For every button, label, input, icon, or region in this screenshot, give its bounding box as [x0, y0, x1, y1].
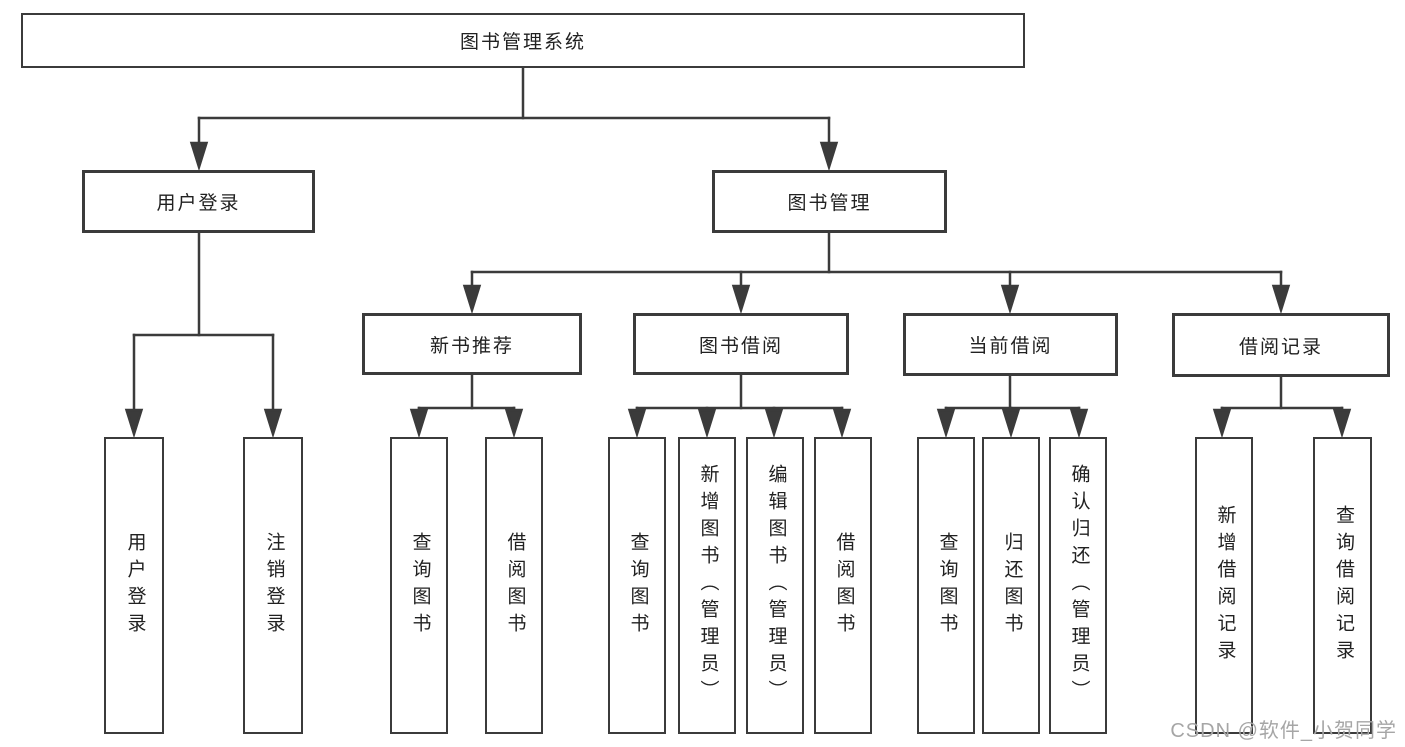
- watermark: CSDN @软件_小贺同学: [1170, 720, 1397, 742]
- node-current-borrow: 当前借阅: [903, 313, 1118, 376]
- leaf-query-borrow-record-label: 查询借阅记录: [1332, 504, 1354, 667]
- leaf-query-books-3-label: 查询图书: [936, 531, 958, 640]
- leaf-confirm-return-admin: 确认归还（管理员）: [1049, 437, 1107, 734]
- connector-new-book-recommend-to-leaves: [409, 373, 524, 439]
- leaf-edit-book-admin-label: 编辑图书（管理员）: [765, 464, 787, 707]
- leaf-borrow-books-1-label: 借阅图书: [504, 531, 526, 640]
- leaf-query-books-2-label: 查询图书: [627, 531, 649, 640]
- leaf-user-login-label: 用户登录: [124, 531, 146, 640]
- leaf-query-borrow-record: 查询借阅记录: [1313, 437, 1372, 734]
- leaf-borrow-books-1: 借阅图书: [485, 437, 543, 734]
- connector-current-borrow-to-leaves: [936, 374, 1089, 439]
- node-borrow-records: 借阅记录: [1172, 313, 1390, 377]
- connector-book-borrow-to-leaves: [627, 373, 852, 439]
- leaf-user-login: 用户登录: [104, 437, 164, 734]
- leaf-add-borrow-record: 新增借阅记录: [1195, 437, 1253, 734]
- node-root: 图书管理系统: [21, 13, 1025, 68]
- node-new-book-recommend: 新书推荐: [362, 313, 582, 375]
- leaf-logout-label: 注销登录: [263, 531, 285, 640]
- leaf-return-book-label: 归还图书: [1001, 531, 1023, 640]
- leaf-query-books-2: 查询图书: [608, 437, 666, 734]
- leaf-confirm-return-admin-label: 确认归还（管理员）: [1068, 464, 1090, 707]
- leaf-add-borrow-record-label: 新增借阅记录: [1214, 504, 1236, 667]
- node-user-login: 用户登录: [82, 170, 315, 233]
- leaf-return-book: 归还图书: [982, 437, 1040, 734]
- connector-root-to-level2: [189, 66, 839, 172]
- leaf-borrow-books-2-label: 借阅图书: [833, 531, 855, 640]
- node-book-management: 图书管理: [712, 170, 947, 233]
- leaf-logout: 注销登录: [243, 437, 303, 734]
- leaf-add-book-admin-label: 新增图书（管理员）: [697, 464, 719, 707]
- node-book-borrow: 图书借阅: [633, 313, 849, 375]
- leaf-borrow-books-2: 借阅图书: [814, 437, 872, 734]
- leaf-query-books-3: 查询图书: [917, 437, 975, 734]
- leaf-edit-book-admin: 编辑图书（管理员）: [746, 437, 804, 734]
- leaf-query-books-1: 查询图书: [390, 437, 448, 734]
- connector-book-management-to-level3: [462, 231, 1291, 315]
- leaf-query-books-1-label: 查询图书: [409, 531, 431, 640]
- leaf-add-book-admin: 新增图书（管理员）: [678, 437, 736, 734]
- connector-borrow-records-to-leaves: [1212, 375, 1352, 439]
- connector-user-login-to-leaves: [124, 231, 283, 439]
